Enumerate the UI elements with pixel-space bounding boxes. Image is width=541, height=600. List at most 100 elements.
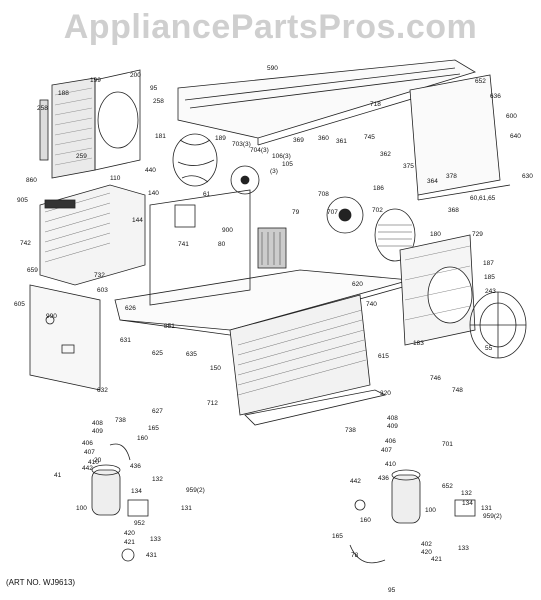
part-number-label: 631 [120,337,131,344]
part-number-label: 420 [124,530,135,537]
part-number-label: 360 [318,135,329,142]
part-number-label: 95 [388,587,396,594]
part-number-label: 436 [378,475,389,482]
partition-wall [149,189,251,306]
part-number-label: 106(3) [272,153,291,160]
part-number-label: 632 [97,387,108,394]
part-number-label: 440 [145,167,156,174]
part-number-label: 748 [452,387,463,394]
part-number-label: 406 [82,440,93,447]
part-number-label: 105 [282,161,293,168]
part-number-label: 131 [181,505,192,512]
part-number-label: 625 [152,350,163,357]
part-number-label: 742 [20,240,31,247]
part-number-label: 110 [110,175,121,182]
cabinet-top-cover [177,59,476,146]
part-number-label: 183 [413,340,424,347]
part-number-label: 410 [385,461,396,468]
part-number-label: 364 [427,178,438,185]
part-number-label: 80 [218,241,226,248]
part-number-label: 187 [483,260,494,267]
part-number-label: 959(2) [483,513,502,520]
part-number-label: 636 [490,93,501,100]
part-number-label: 635 [186,351,197,358]
part-number-label: 95 [150,85,158,92]
part-number-label: 188 [58,90,69,97]
part-number-label: 741 [178,241,189,248]
part-number-label: 20 [94,457,102,464]
part-number-label: 243 [485,288,496,295]
left-grille-frame [39,69,141,179]
part-number-label: 100 [76,505,87,512]
compressor-right [349,469,476,564]
part-number-label: 55 [485,345,493,352]
part-number-label: 132 [152,476,163,483]
part-number-label: 134 [462,500,473,507]
part-number-label: 900 [222,227,233,234]
part-number-label: 410 [88,459,99,466]
part-number-label: 630 [522,173,533,180]
part-number-label: 199 [90,77,101,84]
part-number-label: 952 [134,520,145,527]
part-number-label: 406 [385,438,396,445]
part-number-label: 860 [26,177,37,184]
terminal-block [257,227,287,269]
front-panel [29,284,101,391]
part-number-label: 362 [380,151,391,158]
part-number-label: 144 [132,217,143,224]
part-number-label: 320 [380,390,391,397]
part-number-label: 729 [472,231,483,238]
part-number-label: 627 [152,408,163,415]
part-number-label: 959(2) [186,487,205,494]
part-number-label: 851 [164,323,175,330]
part-number-label: 745 [364,134,375,141]
part-number-label: 626 [125,305,136,312]
part-number-label: 131 [481,505,492,512]
part-number-label: 258 [37,105,48,112]
part-number-label: 718 [370,101,381,108]
part-number-label: 259 [76,153,87,160]
part-number-label: 738 [115,417,126,424]
blower-wheel [326,196,416,262]
part-number-label: 590 [267,65,278,72]
part-number-label: 186 [373,185,384,192]
part-number-label: 442 [350,478,361,485]
part-number-label: 615 [378,353,389,360]
part-number-label: 61 [203,191,211,198]
part-number-label: 100 [425,507,436,514]
part-number-label: 409 [92,428,103,435]
part-number-label: 603 [97,287,108,294]
fan-blade [172,133,260,195]
part-number-label: 707 [327,209,338,216]
part-number-label: 79 [292,209,300,216]
part-number-label: 442 [82,465,93,472]
part-number-label: 369 [293,137,304,144]
part-number-label: 990 [46,313,57,320]
part-number-label: 258 [153,98,164,105]
part-number-label: 165 [332,533,343,540]
part-number-label: (3) [270,168,278,175]
part-number-label: 165 [148,425,159,432]
part-number-label: 704(3) [250,147,269,154]
part-number-label: 375 [403,163,414,170]
part-number-label: 133 [458,545,469,552]
part-number-label: 408 [387,415,398,422]
right-back-panel [409,74,511,201]
part-number-label: 407 [84,449,95,456]
part-number-label: 185 [484,274,495,281]
part-number-label: 133 [150,536,161,543]
round-fan-guard [469,291,527,359]
part-number-label: 78 [351,552,359,559]
part-number-label: 408 [92,420,103,427]
part-number-label: 160 [360,517,371,524]
art-number: (ART NO. WJ9613) [6,578,76,587]
compressor-left [91,443,149,562]
part-number-label: 402 [421,541,432,548]
part-number-label: 160 [137,435,148,442]
watermark: AppliancePartsPros.com [63,8,478,46]
part-number-label: 41 [54,472,62,479]
part-number-label: 189 [215,135,226,142]
